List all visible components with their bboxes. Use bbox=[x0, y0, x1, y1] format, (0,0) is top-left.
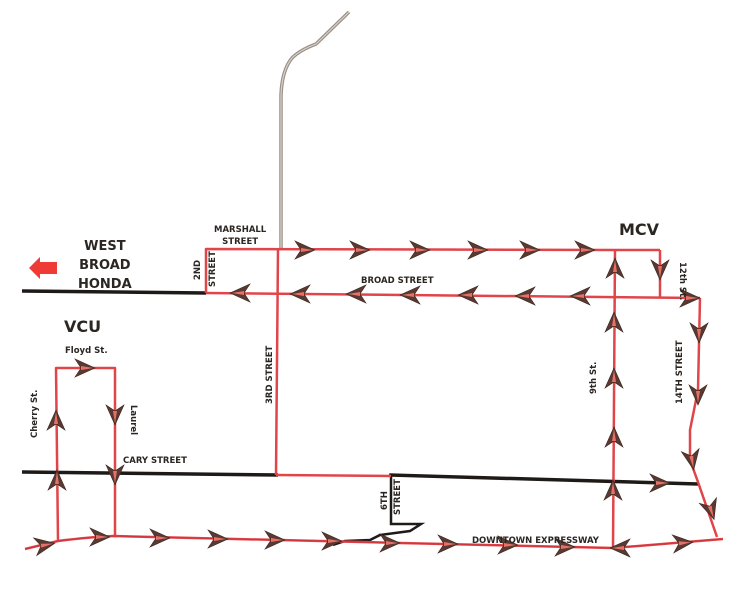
cherry-street-label: Cherry St. bbox=[30, 389, 40, 438]
west-broad-honda-line1: WEST bbox=[84, 239, 126, 254]
route-direction-arrow-highlight bbox=[40, 543, 53, 548]
cary-street-label: CARY STREET bbox=[123, 456, 187, 466]
gray-road-north bbox=[279, 10, 351, 248]
route-direction-arrow-highlight bbox=[96, 535, 108, 539]
route-direction-arrow-highlight bbox=[301, 248, 313, 252]
route-direction-arrow-highlight bbox=[581, 248, 593, 252]
route-direction-arrow-highlight bbox=[328, 539, 340, 543]
route-direction-arrow-highlight bbox=[55, 472, 59, 484]
route-direction-arrow-highlight bbox=[156, 536, 168, 540]
laurel-street-label: Laurel bbox=[128, 405, 138, 436]
route-direction-arrow-highlight bbox=[696, 391, 700, 403]
sixth-street-road bbox=[332, 476, 426, 547]
route-direction-arrow-highlight bbox=[504, 543, 516, 547]
second-street-label-street: STREET bbox=[208, 251, 218, 287]
broad-street-label: BROAD STREET bbox=[361, 276, 434, 286]
downtown-expressway-label: DOWNTOWN EXPRESSWAY bbox=[472, 536, 599, 546]
marshall-street-label: MARSHALL STREET bbox=[214, 224, 266, 248]
route-lines bbox=[24, 247, 724, 551]
route-direction-arrow-highlight bbox=[612, 429, 616, 441]
route-direction-arrow-highlight bbox=[271, 538, 283, 542]
route-direction-arrow-highlight bbox=[658, 266, 662, 278]
marshall-street-line2: STREET bbox=[222, 237, 259, 247]
route-direction-arrow-highlight bbox=[689, 455, 694, 468]
direction-arrows bbox=[32, 240, 717, 558]
route-direction-arrow-highlight bbox=[656, 481, 668, 485]
route-direction-arrow-highlight bbox=[572, 294, 584, 298]
route-direction-arrow-highlight bbox=[81, 366, 93, 370]
west-broad-honda-label: WEST BROAD HONDA bbox=[78, 237, 132, 294]
cary-street-west-road bbox=[21, 470, 279, 477]
fourteenth-street-label: 14TH STREET bbox=[675, 340, 685, 404]
route-direction-arrow-highlight bbox=[348, 292, 360, 296]
route-direction-arrow-highlight bbox=[416, 248, 428, 252]
route-direction-arrow-highlight bbox=[214, 537, 226, 541]
west-arrow-icon bbox=[29, 257, 57, 279]
vcu-label: VCU bbox=[64, 317, 102, 336]
route-direction-arrow-highlight bbox=[292, 292, 304, 296]
route-direction-arrow-highlight bbox=[612, 370, 616, 382]
route-direction-arrow-highlight bbox=[517, 294, 529, 298]
third-street-label: 3RD STREET bbox=[265, 345, 275, 404]
twelfth-street-label: 12th St. bbox=[677, 262, 687, 301]
route-direction-arrow-highlight bbox=[561, 545, 573, 549]
route-direction-arrow-highlight bbox=[54, 412, 58, 424]
route-direction-arrow-highlight bbox=[232, 291, 244, 295]
route-direction-arrow-highlight bbox=[612, 314, 616, 326]
west-broad-road bbox=[21, 289, 207, 295]
route-direction-arrow-highlight bbox=[444, 542, 456, 546]
route-direction-arrow-highlight bbox=[611, 482, 615, 494]
route-direction-arrow-highlight bbox=[707, 505, 714, 518]
route-direction-arrow-highlight bbox=[678, 541, 691, 546]
route-direction-arrow-highlight bbox=[686, 296, 698, 300]
sixth-street-label-street: STREET bbox=[393, 479, 403, 515]
route-direction-arrow-highlight bbox=[356, 248, 368, 252]
route-direction-arrow-highlight bbox=[402, 293, 414, 297]
route-direction-arrow-highlight bbox=[386, 541, 398, 545]
route-direction-arrow-highlight bbox=[474, 248, 486, 252]
second-street-label-2nd: 2ND bbox=[193, 259, 203, 280]
route-direction-arrow-highlight bbox=[460, 293, 472, 297]
route-direction-arrow-highlight bbox=[697, 329, 701, 341]
route-direction-arrow-highlight bbox=[113, 471, 117, 483]
ninth-street-label: 9th St. bbox=[589, 361, 599, 394]
route-direction-arrow-highlight bbox=[526, 248, 538, 252]
west-broad-honda-line3: HONDA bbox=[78, 277, 132, 292]
marshall-street-line1: MARSHALL bbox=[214, 225, 267, 235]
route-direction-arrow-highlight bbox=[612, 546, 624, 550]
mcv-label: MCV bbox=[619, 220, 660, 239]
west-broad-honda-line2: BROAD bbox=[79, 258, 131, 273]
route-direction-arrow bbox=[680, 447, 700, 471]
route-direction-arrow-highlight bbox=[613, 260, 617, 272]
sixth-street-label-6th: 6TH bbox=[380, 491, 390, 510]
floyd-street-label: Floyd St. bbox=[65, 346, 108, 356]
route-direction-arrow-highlight bbox=[113, 411, 117, 423]
